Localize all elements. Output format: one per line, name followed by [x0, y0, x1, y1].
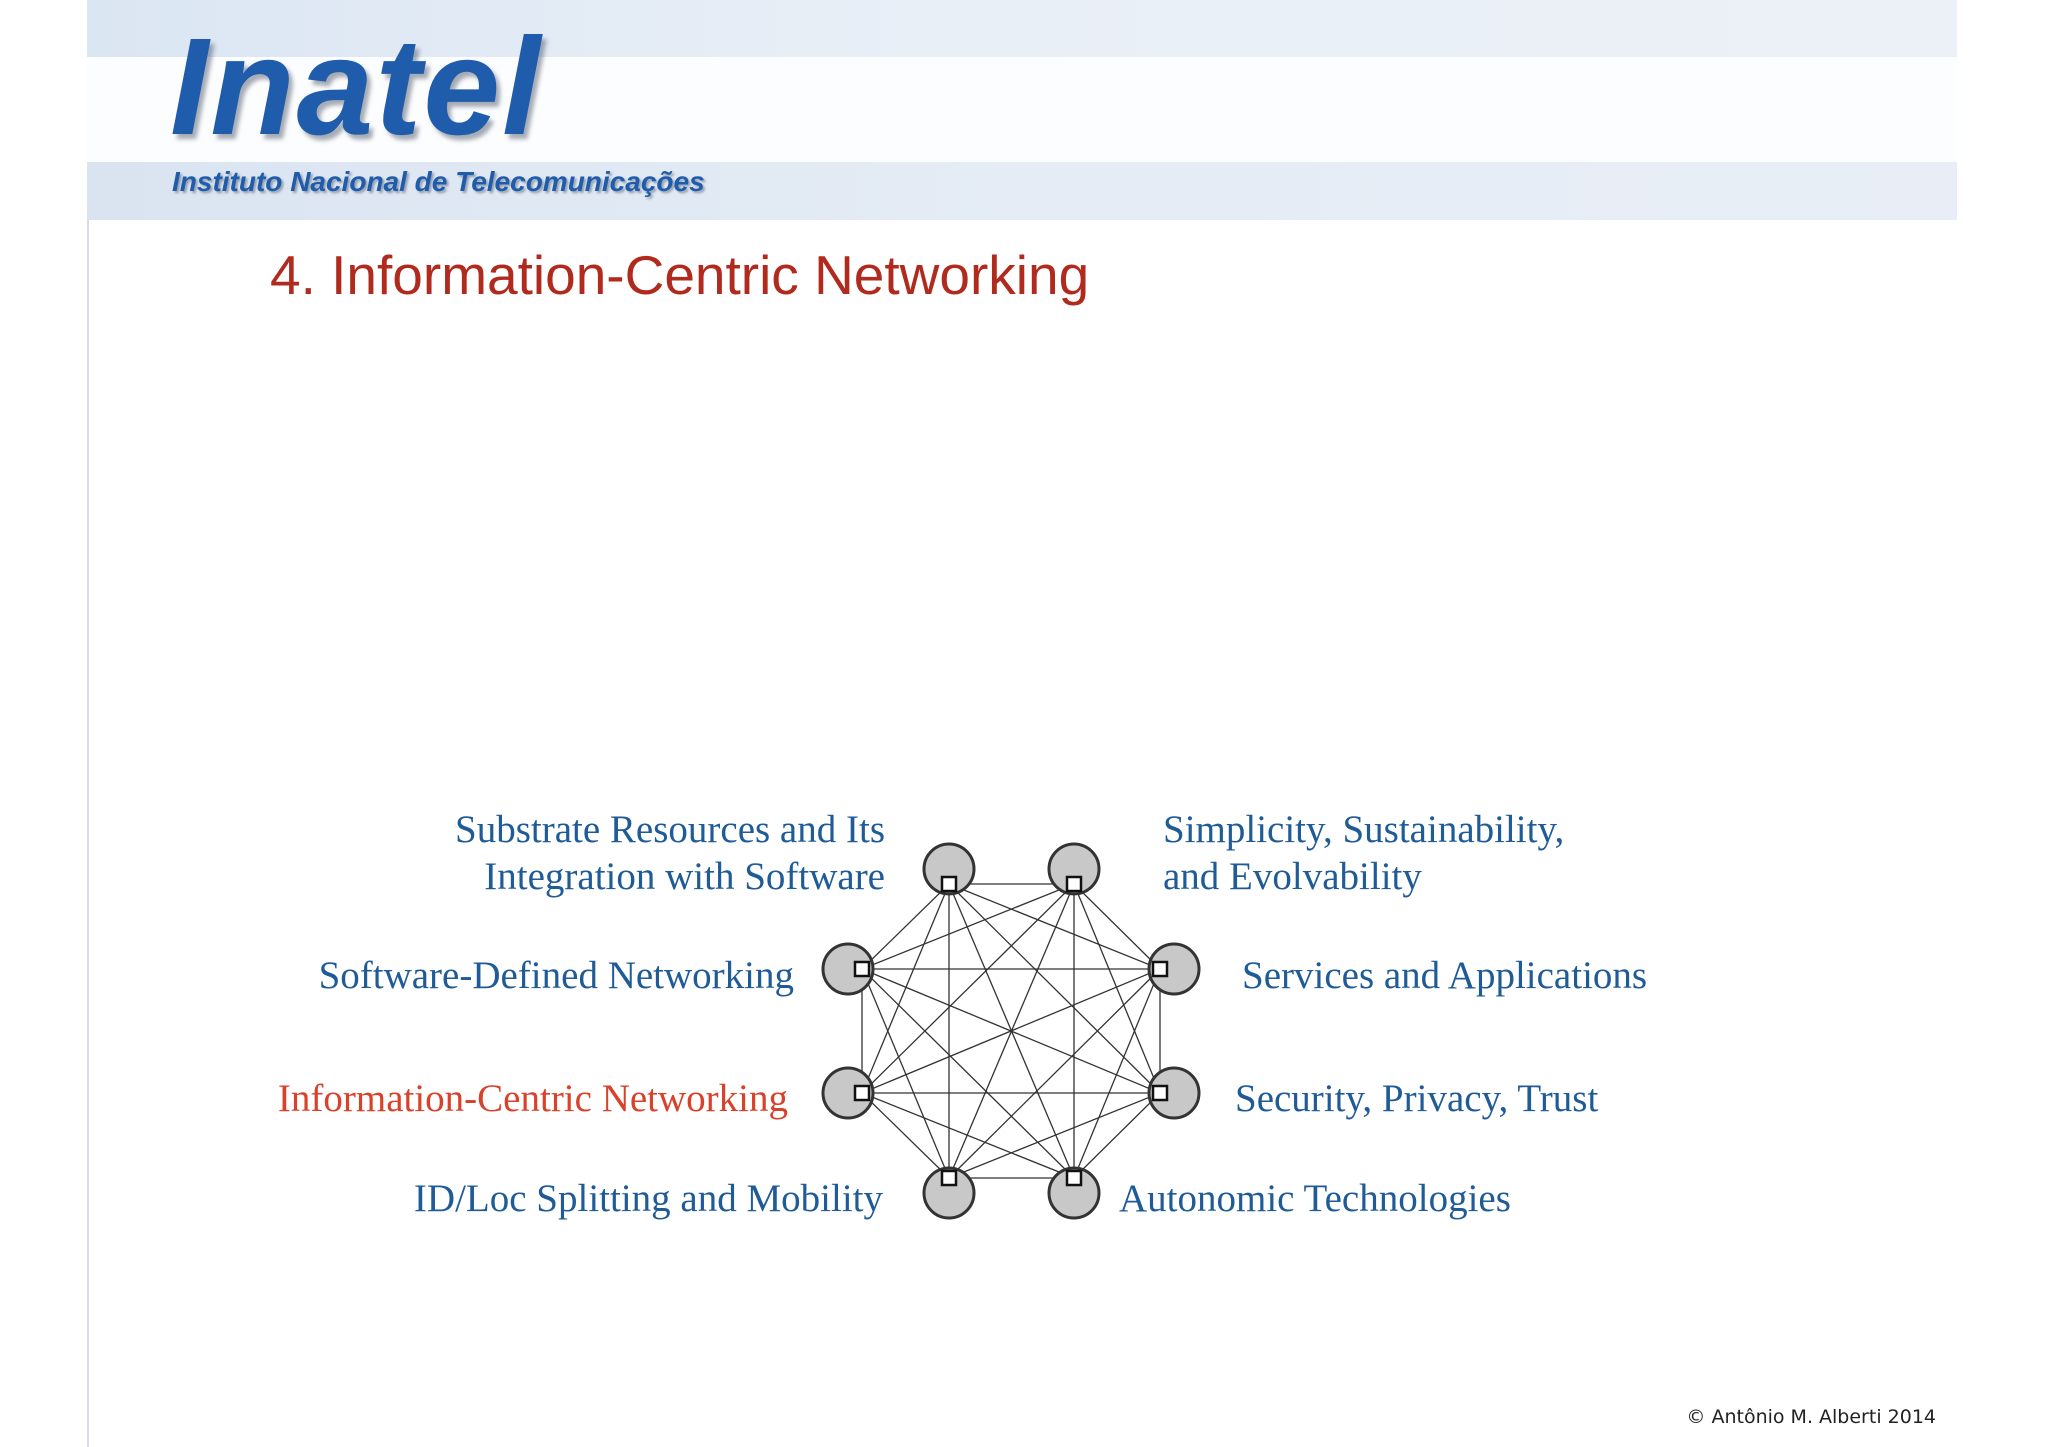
mesh-edge-top-left-upper-right: [948, 883, 1161, 970]
mesh-node-bottom-right: [1047, 1166, 1101, 1220]
mesh-edge-lower-right-bottom-left: [948, 1092, 1161, 1179]
mesh-edge-upper-left-bottom-left: [861, 968, 950, 1179]
mesh-edge-upper-left-bottom-right: [861, 968, 1075, 1179]
node-label-idloc: ID/Loc Splitting and Mobility: [414, 1175, 883, 1222]
mesh-node-top-right: [1047, 842, 1101, 896]
label-line: ID/Loc Splitting and Mobility: [413, 1177, 883, 1220]
mesh-node-port-top-left: [940, 875, 958, 893]
node-label-icn: Information-Centric Networking: [278, 1075, 788, 1122]
copyright-footer: © Antônio M. Alberti 2014: [1686, 1406, 1936, 1428]
mesh-edge-upper-right-bottom-right: [1073, 968, 1161, 1179]
mesh-edge-top-right-lower-right: [1073, 883, 1161, 1094]
mesh-edge-upper-right-lower-left: [861, 968, 1161, 1094]
mesh-node-port-upper-right: [1151, 960, 1169, 978]
left-margin-line: [87, 220, 89, 1447]
mesh-edge-top-right-upper-left: [861, 883, 1075, 970]
mesh-edges: [861, 883, 1161, 1179]
mesh-node-bottom-left: [922, 1166, 976, 1220]
inatel-logo-subtitle: Instituto Nacional de Telecomunicações: [172, 166, 705, 197]
label-line: Simplicity, Sustainability,: [1163, 808, 1565, 851]
mesh-edge-top-left-lower-left: [861, 883, 950, 1094]
mesh-edge-upper-right-bottom-left: [948, 968, 1161, 1179]
label-line: Autonomic Technologies: [1119, 1177, 1511, 1220]
label-line: Integration with Software: [484, 855, 885, 898]
mesh-node-port-bottom-left: [940, 1169, 958, 1187]
mesh-node-port-lower-right: [1151, 1084, 1169, 1102]
node-label-substrate-resources: Substrate Resources and Its Integration …: [455, 806, 885, 900]
node-label-security: Security, Privacy, Trust: [1235, 1075, 1598, 1122]
label-line: and Evolvability: [1163, 855, 1422, 898]
mesh-node-port-bottom-right: [1065, 1169, 1083, 1187]
mesh-edge-top-left-upper-left: [861, 883, 950, 970]
mesh-node-lower-left: [821, 1066, 875, 1120]
node-label-services: Services and Applications: [1242, 952, 1647, 999]
label-line: Software-Defined Networking: [318, 954, 794, 997]
mesh-node-port-top-right: [1065, 875, 1083, 893]
header-banner-middle: [87, 57, 1957, 162]
label-line: Information-Centric Networking: [277, 1077, 788, 1120]
mesh-node-lower-right: [1147, 1066, 1201, 1120]
mesh-node-upper-left: [821, 942, 875, 996]
label-line: Security, Privacy, Trust: [1235, 1077, 1599, 1120]
mesh-edge-lower-left-bottom-right: [861, 1092, 1075, 1179]
mesh-node-port-lower-left: [853, 1084, 871, 1102]
inatel-logo: Inatel: [170, 10, 543, 164]
mesh-node-top-left: [922, 842, 976, 896]
mesh-edge-lower-right-bottom-right: [1073, 1092, 1161, 1179]
mesh-edge-top-left-lower-right: [948, 883, 1161, 1094]
slide-title: 4. Information-Centric Networking: [270, 244, 1090, 306]
mesh-edge-top-right-upper-right: [1073, 883, 1161, 970]
mesh-nodes: [821, 842, 1201, 1220]
header-banner-top: [87, 0, 1957, 57]
label-line: Services and Applications: [1242, 954, 1648, 997]
node-label-autonomic: Autonomic Technologies: [1119, 1175, 1511, 1222]
node-label-simplicity: Simplicity, Sustainability, and Evolvabi…: [1163, 806, 1564, 900]
mesh-node-port-upper-left: [853, 960, 871, 978]
label-line: Substrate Resources and Its: [455, 808, 885, 851]
mesh-edge-top-right-lower-left: [861, 883, 1075, 1094]
header-banner-bottom: [87, 162, 1957, 220]
mesh-node-upper-right: [1147, 942, 1201, 996]
mesh-edge-lower-left-bottom-left: [861, 1092, 950, 1179]
node-label-sdn: Software-Defined Networking: [319, 952, 794, 999]
